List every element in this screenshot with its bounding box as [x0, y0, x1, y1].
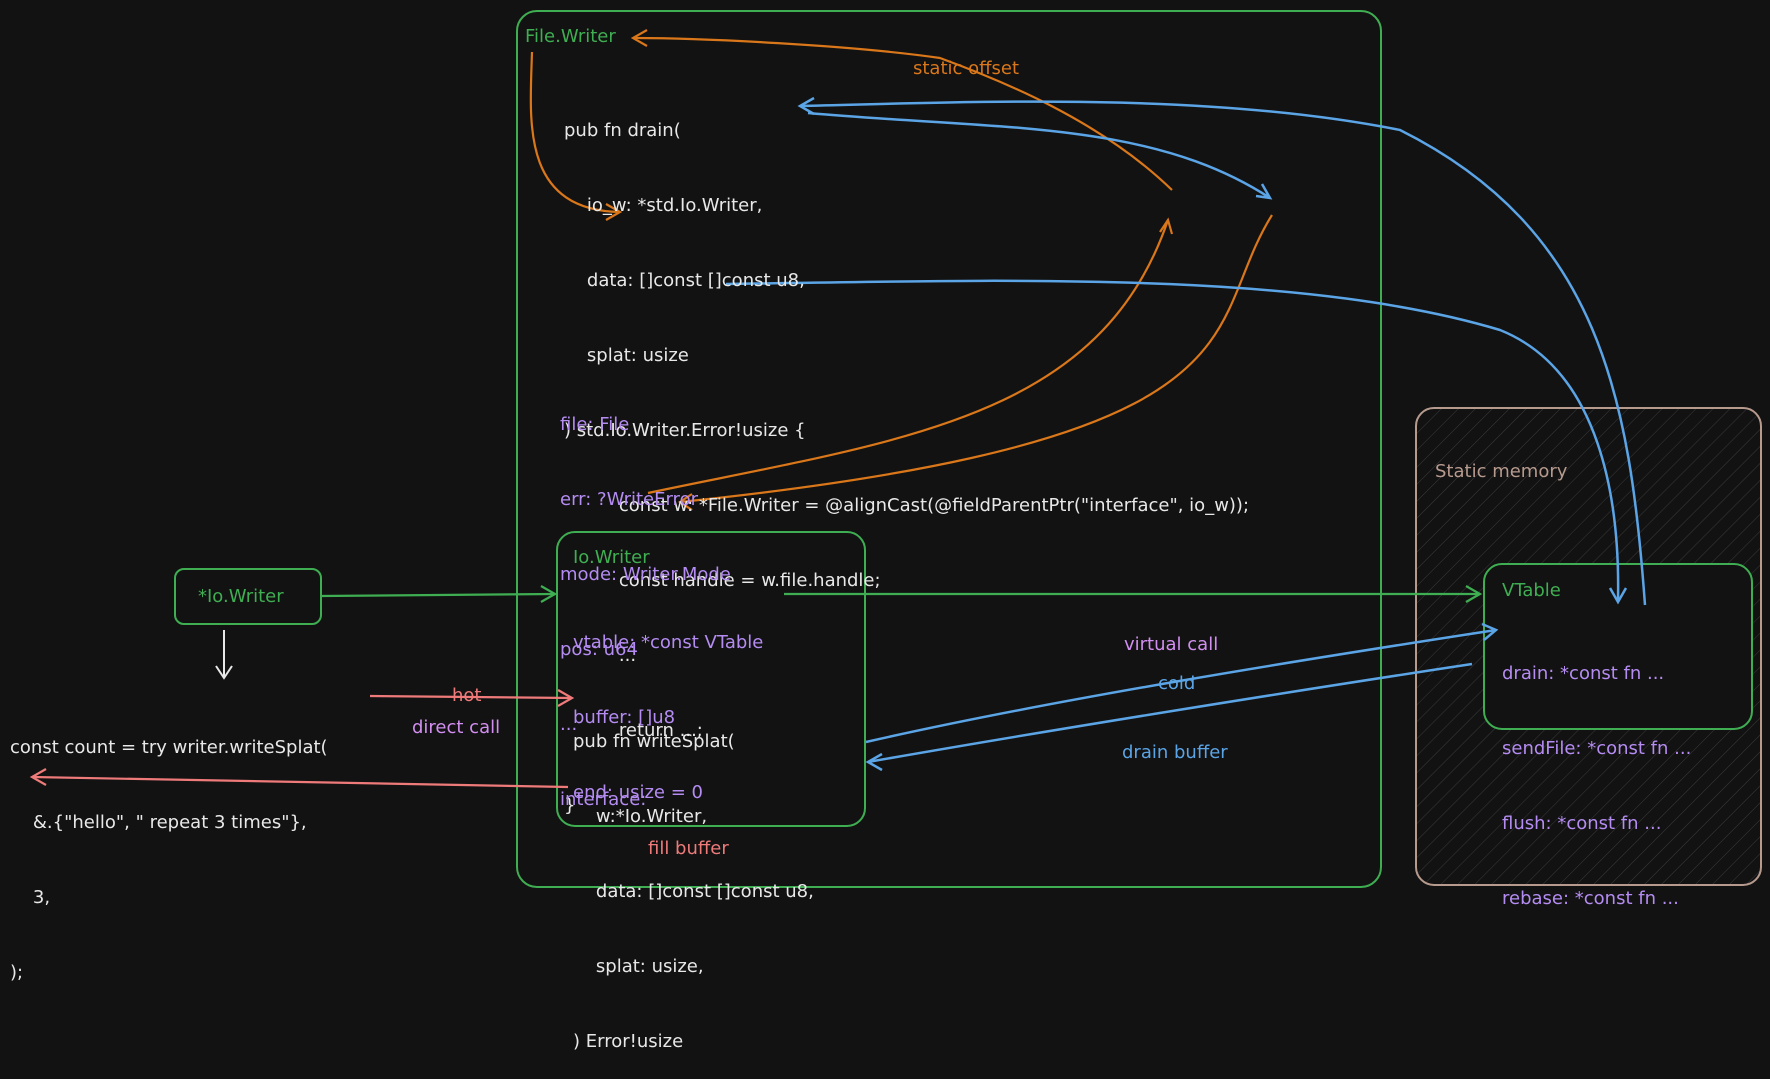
caller-code: const count = try writer.writeSplat( &.{… [10, 685, 328, 1010]
code-line: data: []const []const u8, [564, 270, 805, 291]
vtable-entry: drain: *const fn ... [1502, 663, 1665, 684]
fill-buffer-label: fill buffer [648, 838, 729, 859]
field-line: buffer: []u8 [573, 707, 676, 728]
code-line: splat: usize [564, 345, 689, 366]
write-splat-code: pub fn writeSplat( w:*Io.Writer, data: [… [573, 679, 814, 1079]
direct-call-label: direct call [412, 717, 501, 738]
code-line: splat: usize, [573, 956, 704, 977]
code-line: w:*Io.Writer, [573, 806, 708, 827]
code-line: &.{"hello", " repeat 3 times"}, [10, 812, 307, 833]
drain-function-code: pub fn drain( io_w: *std.Io.Writer, data… [564, 68, 1249, 843]
hot-label: hot [452, 685, 482, 706]
green-arrows [320, 585, 1483, 603]
field-line: mode: Writer.Mode [560, 564, 731, 585]
cold-label: cold [1158, 673, 1196, 694]
field-line: file: File [560, 414, 630, 435]
io-writer-title: Io.Writer [573, 547, 650, 568]
code-line: const handle = w.file.handle; [596, 570, 881, 591]
code-line: return ...; [596, 720, 703, 741]
vtable-entries: drain: *const fn ... sendFile: *const fn… [1502, 611, 1691, 936]
field-line: interface: [560, 789, 647, 810]
blue-arrows [725, 96, 1647, 772]
io-writer-fields: vtable: *const VTable buffer: []u8 end: … [573, 580, 763, 830]
field-line: ... [560, 714, 578, 735]
field-line: vtable: *const VTable [573, 632, 764, 653]
virtual-call-label: virtual call [1124, 634, 1219, 655]
code-line: ) std.Io.Writer.Error!usize { [564, 420, 806, 441]
connector-layer [29, 10, 1762, 888]
vtable-entry: flush: *const fn ... [1502, 813, 1662, 834]
code-line: ); [10, 962, 24, 983]
code-line: ... [596, 645, 637, 666]
vtable-entry: sendFile: *const fn ... [1502, 738, 1692, 759]
drain-buffer-label: drain buffer [1122, 742, 1228, 763]
file-writer-fields: file: File err: ?WriteError mode: Writer… [560, 362, 731, 837]
io-writer-frame [556, 531, 866, 827]
code-line: } [564, 795, 576, 816]
static-offset-label: static offset [913, 58, 1020, 79]
pink-arrows [29, 689, 575, 789]
code-line: pub fn writeSplat( [573, 731, 735, 752]
code-line: 3, [10, 887, 51, 908]
code-line: const count = try writer.writeSplat( [10, 737, 328, 758]
white-arrow [215, 630, 233, 680]
field-line: pos: u64 [560, 639, 638, 660]
code-line: pub fn drain( [564, 120, 681, 141]
code-line: io_w: *std.Io.Writer, [564, 195, 763, 216]
static-memory-title: Static memory [1435, 461, 1568, 482]
code-line: ) Error!usize [573, 1031, 684, 1052]
field-line: err: ?WriteError [560, 489, 698, 510]
vtable-entry: rebase: *const fn ... [1502, 888, 1679, 909]
code-line: const w: *File.Writer = @alignCast(@fiel… [596, 495, 1250, 516]
file-writer-frame [516, 10, 1382, 888]
io-writer-ptr-label: *Io.Writer [198, 586, 284, 607]
io-writer-ptr-frame [174, 568, 322, 625]
code-line: data: []const []const u8, [573, 881, 814, 902]
orange-arrows [529, 29, 1273, 511]
file-writer-title: File.Writer [525, 26, 616, 47]
field-line: end: usize = 0 [573, 782, 703, 803]
vtable-title: VTable [1502, 580, 1561, 601]
